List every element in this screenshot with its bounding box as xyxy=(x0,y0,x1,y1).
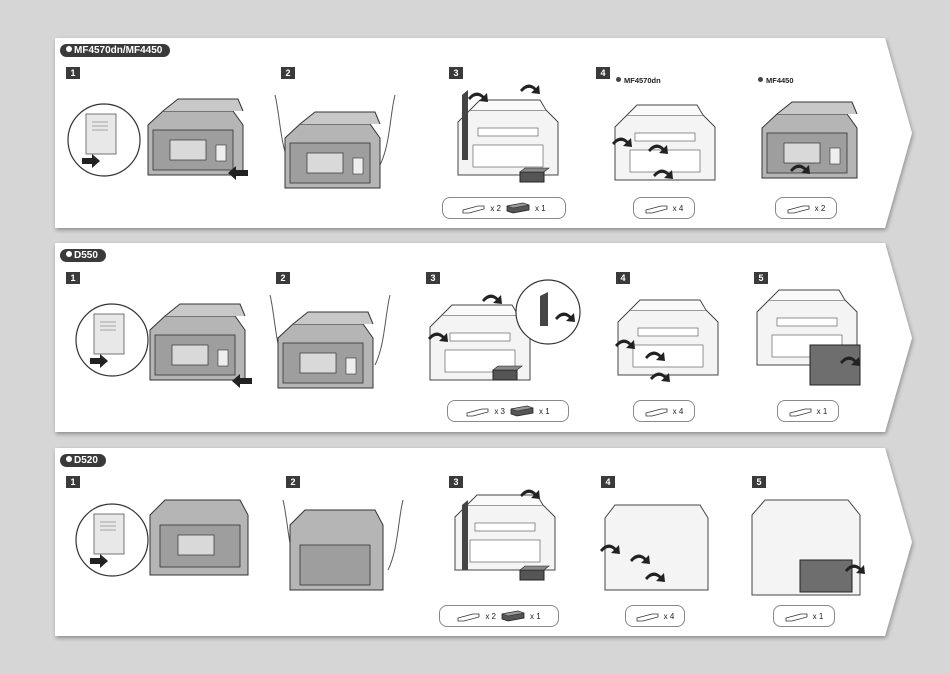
parts-pill: x 4 xyxy=(625,605,685,627)
sublabel-mf4450: MF4450 xyxy=(758,76,794,85)
parts-pill: x 2 x 1 xyxy=(439,605,559,627)
bullet-icon xyxy=(616,77,621,82)
packing-block-icon xyxy=(510,405,534,417)
step-number: 1 xyxy=(66,272,80,284)
tape-strip-icon xyxy=(785,613,808,622)
tape-strip-icon xyxy=(789,408,812,417)
packing-block-icon xyxy=(501,610,525,622)
parts-pill: x 1 xyxy=(777,400,839,422)
step-number: 5 xyxy=(754,272,768,284)
step-number: 1 xyxy=(66,476,80,488)
step-number: 2 xyxy=(276,272,290,284)
parts-pill: x 4 xyxy=(633,400,695,422)
model-tag-d550: D550 xyxy=(60,249,106,262)
model-tag-d520: D520 xyxy=(60,454,106,467)
bullet-icon xyxy=(66,251,72,257)
parts-pill: x 2 xyxy=(775,197,837,219)
parts-pill: x 4 xyxy=(633,197,695,219)
tape-strip-icon xyxy=(466,408,489,417)
tape-strip-icon xyxy=(787,205,810,214)
parts-pill: x 2 x 1 xyxy=(442,197,566,219)
tape-strip-icon xyxy=(457,613,480,622)
step-number: 4 xyxy=(601,476,615,488)
step-number: 3 xyxy=(426,272,440,284)
bullet-icon xyxy=(758,77,763,82)
model-tag-mf4570: MF4570dn/MF4450 xyxy=(60,44,171,57)
step-number: 3 xyxy=(449,67,463,79)
packing-block-icon xyxy=(506,202,530,214)
tape-strip-icon xyxy=(645,205,668,214)
step-number: 4 xyxy=(616,272,630,284)
parts-pill: x 1 xyxy=(773,605,835,627)
sublabel-mf4570dn: MF4570dn xyxy=(616,76,661,85)
bullet-icon xyxy=(66,456,72,462)
step-number: 2 xyxy=(286,476,300,488)
step-number: 3 xyxy=(449,476,463,488)
parts-pill: x 3 x 1 xyxy=(447,400,569,422)
step-number: 1 xyxy=(66,67,80,79)
tape-strip-icon xyxy=(636,613,659,622)
step-number: 2 xyxy=(281,67,295,79)
bullet-icon xyxy=(66,46,72,52)
step-number: 5 xyxy=(752,476,766,488)
step-number: 4 xyxy=(596,67,610,79)
tape-strip-icon xyxy=(462,205,485,214)
tape-strip-icon xyxy=(645,408,668,417)
